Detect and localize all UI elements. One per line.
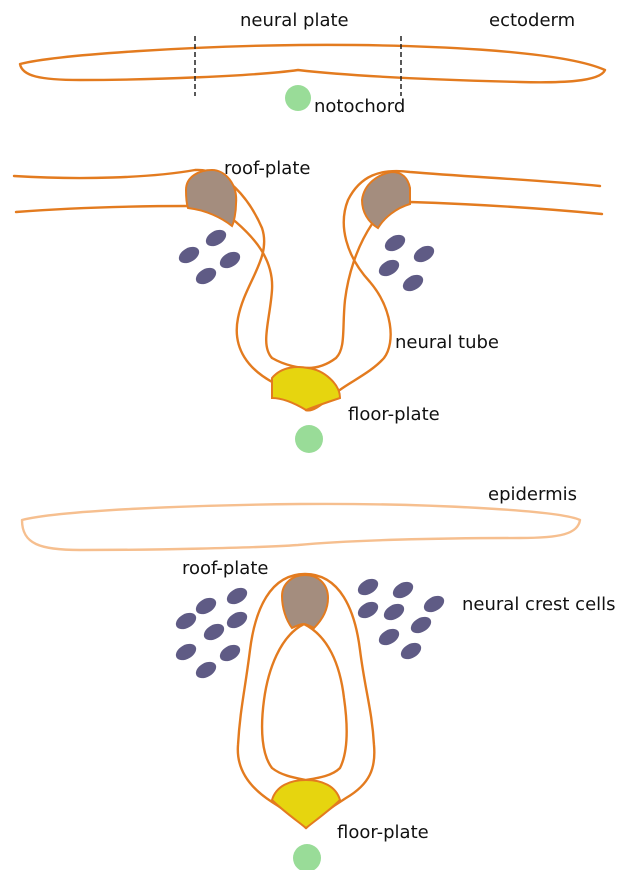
roof-plate-right	[362, 172, 410, 228]
neural-crest-label: neural crest cells	[462, 594, 616, 615]
neural-crest-cell	[173, 640, 199, 663]
stage1-neural-plate: neural plate ectoderm notochord	[20, 10, 605, 117]
left-inner-fold	[16, 206, 308, 368]
ectoderm-label: ectoderm	[489, 10, 575, 31]
neural-crest-cell	[193, 594, 219, 617]
roof-plate-label: roof-plate	[182, 558, 268, 579]
neural-crest-cell	[381, 600, 407, 623]
neural-crest-cell	[400, 271, 426, 294]
roof-plate-label: roof-plate	[224, 158, 310, 179]
neural-crest-cell	[398, 639, 424, 662]
neural-crest-cell	[217, 641, 243, 664]
neural-crest-cell	[421, 592, 447, 615]
stage3-neural-tube: epidermis roof-plate neural crest cells …	[22, 484, 616, 870]
neural-crest-cell	[203, 226, 229, 249]
neural-crest-cell	[376, 625, 402, 648]
notochord	[295, 425, 323, 453]
right-outer-fold	[306, 171, 600, 410]
neural-crest-cell	[193, 658, 219, 681]
floor-plate-label: floor-plate	[337, 822, 429, 843]
roof-plate	[282, 575, 328, 628]
neural-tube-label: neural tube	[395, 332, 499, 353]
neural-crest-cell	[201, 620, 227, 643]
neural-crest-cell	[224, 584, 250, 607]
neural-crest-cell	[355, 575, 381, 598]
floor-plate	[272, 367, 340, 410]
neural-tube-lumen	[262, 624, 347, 780]
stage2-neural-groove: roof-plate neural tube floor-plate	[14, 158, 602, 453]
neural-crest-cell	[382, 231, 408, 254]
neural-crest-cell	[173, 609, 199, 632]
neural-crest-cell	[411, 242, 437, 265]
notochord	[293, 844, 321, 870]
neural-crest-cell	[193, 264, 219, 287]
floor-plate	[272, 780, 340, 828]
notochord-label: notochord	[314, 96, 405, 117]
notochord	[285, 85, 311, 111]
floor-plate-label: floor-plate	[348, 404, 440, 425]
epidermis-sheet	[22, 504, 580, 550]
neural-crest-cell	[176, 243, 202, 266]
epidermis-label: epidermis	[488, 484, 577, 505]
neural-crest-cell	[376, 256, 402, 279]
neural-crest-cell	[217, 248, 243, 271]
neural-crest-cell	[355, 598, 381, 621]
neural-crest-cell	[408, 613, 434, 636]
neural-crest-cell	[224, 608, 250, 631]
neural-crest-cell	[390, 578, 416, 601]
neural-plate-label: neural plate	[240, 10, 349, 31]
ectoderm-sheet	[20, 45, 605, 82]
